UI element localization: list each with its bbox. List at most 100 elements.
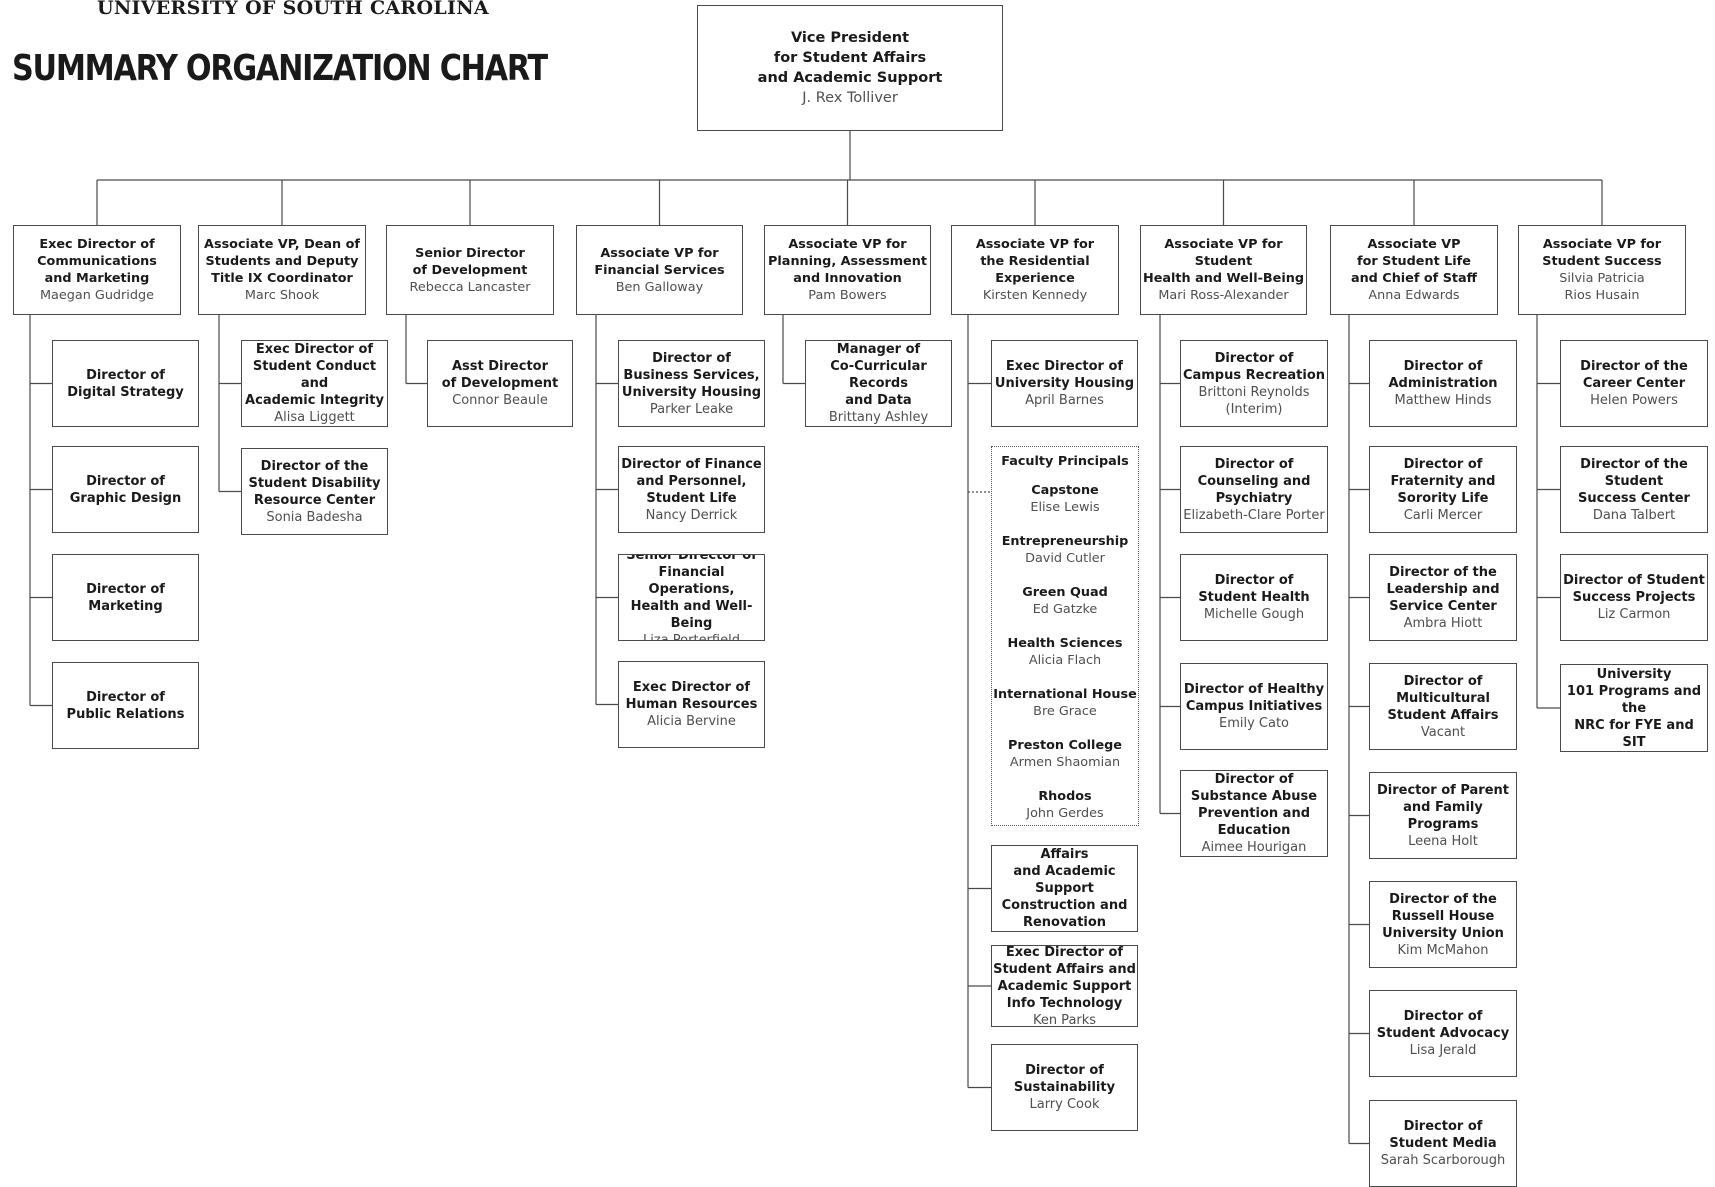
person-name: Ambra Hiott: [1403, 615, 1483, 631]
person-name: Elizabeth-Clare Porter: [1183, 507, 1325, 523]
position-title-line: Info Technology: [1006, 995, 1123, 1011]
position-title-line: and Data: [845, 393, 912, 408]
position-title-line: 101 Programs and the: [1566, 683, 1702, 716]
position-title-line: of Development: [441, 376, 559, 391]
position-title-line: Counseling and: [1197, 473, 1311, 489]
position-title-line: Director of Healthy: [1183, 682, 1325, 697]
position-title-line: Director of: [1403, 673, 1483, 689]
position-title-line: for Student Affairs: [773, 50, 927, 66]
position-title-line: Education: [1217, 823, 1291, 838]
person-name: Pam Bowers: [808, 288, 887, 303]
position-title-line: Resource Center: [253, 492, 376, 508]
person-name: Dan Friedman: [1589, 751, 1680, 752]
position-title-line: Title IX Coordinator: [211, 271, 353, 286]
person-name: Marc Shook: [244, 288, 320, 303]
position-title-line: Associate VP for: [1542, 237, 1662, 252]
person-name: Larry Cook: [1029, 1097, 1100, 1112]
position-title-line: Director of: [1403, 456, 1483, 472]
position-title-line: Administration: [1388, 376, 1498, 391]
person-name: Connor Beaule: [452, 393, 548, 408]
position-title-line: Associate VP, Dean of: [204, 237, 360, 252]
person-name: Kirsten Kennedy: [982, 288, 1088, 303]
position-title-line: and Marketing: [44, 271, 150, 286]
person-name: April Barnes: [1025, 393, 1104, 408]
person-name: Carli Mercer: [1403, 507, 1483, 523]
position-title-line: Student Conduct and: [252, 359, 377, 391]
person-name: Kim McMahon: [1397, 942, 1489, 958]
position-title-line: Success Projects: [1572, 590, 1696, 605]
person-name: Leena Holt: [1408, 833, 1478, 849]
position-title-line: Exec. Dir. for University: [1596, 666, 1672, 682]
position-title-line: Director of the: [1389, 891, 1497, 907]
position-title-line: Director of: [652, 350, 731, 366]
position-title-line: Career Center: [1582, 376, 1686, 391]
position-title-line: Director of Parent: [1376, 782, 1510, 798]
position-title-line: University Housing: [994, 376, 1135, 391]
position-title-line: Vice President: [790, 30, 910, 46]
position-title-line: Associate VP for Student: [1164, 237, 1283, 269]
position-title-line: Public Relations: [66, 706, 185, 722]
person-name: Ken Parks: [1032, 1012, 1097, 1027]
person-name: Dana Talbert: [1592, 507, 1676, 523]
person-name: Vacant: [1420, 724, 1466, 740]
position-title-line: Renovation: [1022, 915, 1107, 930]
position-title-line: Director of: [1214, 456, 1294, 472]
position-title-line: Academic Integrity: [245, 393, 384, 408]
person-name: Lekita Hargrave: [1013, 931, 1116, 932]
position-title-line: Digital Strategy: [67, 384, 184, 400]
position-title-line: Manager of: [836, 342, 921, 357]
position-title-line: Director of: [86, 689, 165, 705]
position-title-line: Success Center: [1578, 490, 1690, 506]
position-title-line: Student Health: [1198, 590, 1310, 605]
position-title-line: Associate VP for: [975, 237, 1095, 252]
position-title-line: Graphic Design: [69, 490, 182, 506]
person-name: Parker Leake: [649, 401, 734, 417]
person-name: Alicia Bervine: [647, 714, 736, 729]
position-title-line: Director of: [1025, 1063, 1104, 1078]
college-name: Rhodos: [1038, 789, 1092, 804]
position-title-line: Leadership and: [1386, 581, 1500, 597]
position-title-line: Student Media: [1389, 1136, 1497, 1151]
person-name: Michelle Gough: [1203, 607, 1305, 622]
person-name: Brittany Ashley: [828, 410, 929, 425]
position-title-line: Prevention and: [1197, 806, 1311, 821]
person-name: J. Rex Tolliver: [802, 90, 898, 106]
university-name: UNIVERSITY OF SOUTH CAROLINA: [97, 0, 489, 19]
position-title-line: Communications: [37, 254, 157, 269]
position-title-line: Director of: [1403, 1009, 1483, 1024]
position-title-line: Multicultural: [1396, 690, 1490, 706]
college-name: International House: [993, 687, 1137, 702]
position-title-line: NRC for FYE and SIT: [1574, 717, 1694, 750]
position-title-line: Construction and: [1001, 898, 1128, 913]
position-title-line: Director of Student: [1563, 573, 1705, 588]
chart-title: SUMMARY ORGANIZATION CHART: [12, 48, 548, 89]
principal-name: Alicia Flach: [1028, 653, 1102, 668]
position-title-line: Experience: [995, 271, 1075, 286]
person-name: Lisa Jerald: [1409, 1043, 1477, 1058]
position-title-line: Psychiatry: [1215, 490, 1293, 506]
person-name: Nancy Derrick: [645, 507, 738, 523]
position-title-line: Director of the: [1389, 564, 1497, 580]
